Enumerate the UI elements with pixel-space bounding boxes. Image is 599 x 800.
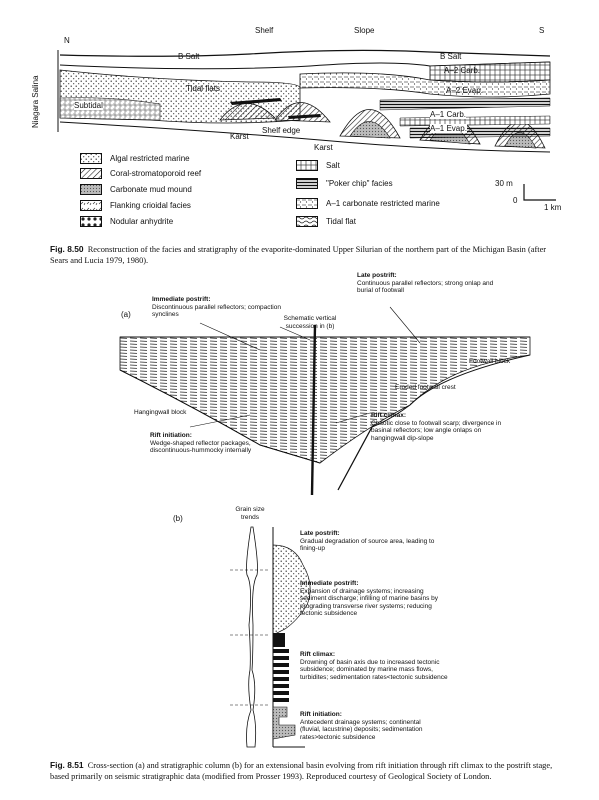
a1-carb-label: A–1 Carb. [430,110,467,119]
tidal-flat-swatch-icon [296,216,318,227]
legend-item: Nodular anhydrite [80,216,173,227]
a2-carb-label: A–2 Carb. [444,66,481,75]
slope-label: Slope [354,26,375,35]
b-late-postrift-note: Late postrift:Gradual degradation of sou… [300,530,435,552]
stratigraphic-column [230,526,311,748]
eroded-crest-label: Eroded footwall crest [395,384,456,391]
scale-horizontal-label: 1 km [544,203,562,212]
panel-b-label: (b) [173,514,183,523]
north-label: N [64,36,70,45]
shelf-edge-label: Shelf edge [262,126,301,135]
legend-item: Algal restricted marine [80,153,190,164]
legend-item: Salt [296,160,340,171]
footwall-label: Footwall block [469,358,511,365]
legend-item: Tidal flat [296,216,356,227]
figure-8-50-caption: Fig. 8.50 Reconstruction of the facies a… [50,244,547,265]
salt-swatch-icon [296,160,318,171]
facies-cross-section [57,49,551,153]
scale-vertical-label: 30 m [495,179,513,188]
niagara-salina-label: Niagara Salina [31,75,40,128]
grain-size-label: Grain size trends [235,506,265,521]
karst-label-1: Karst [230,132,249,141]
rift-initiation-note: Rift initiation:Wedge-shaped reflector p… [150,432,252,454]
legend-item: A–1 carbonate restricted marine [296,198,440,209]
b-salt-left-label: B Salt [178,52,200,61]
a2-evap-label: A–2 Evap. [446,86,483,95]
anhydrite-swatch-icon [80,216,102,227]
legend-item: Coral-stromatoporoid reef [80,168,201,179]
b-salt-right-label: B Salt [440,52,462,61]
legend-item: "Poker chip" facies [296,178,393,189]
algal-swatch-icon [80,153,102,164]
panel-a-label: (a) [121,310,131,319]
immediate-postrift-note: Immediate postrift:Discontinuous paralle… [152,296,281,318]
south-label: S [539,26,545,35]
schematic-note: Schematic vertical succession in (b) [283,315,337,330]
shelf-label: Shelf [255,26,274,35]
subtidal-label: Subtidal [74,101,103,110]
hangingwall-label: Hangingwall block [134,409,187,416]
scale-zero-label: 0 [513,196,518,205]
late-postrift-note: Late postrift:Continuous parallel reflec… [357,272,494,294]
legend-item: Flanking crioidal facies [80,200,191,211]
a1-carbonate-swatch-icon [296,198,318,209]
rift-climax-note: Rift climax:Chaotic close to footwall sc… [371,412,502,442]
figure-8-51-caption: Fig. 8.51 Cross-section (a) and stratigr… [50,760,553,781]
legend-item: Carbonate mud mound [80,184,192,195]
b-rift-initiation-note: Rift initiation:Antecedent drainage syst… [300,711,423,741]
b-rift-climax-note: Rift climax:Drowning of basin axis due t… [300,651,448,681]
reef-swatch-icon [80,168,102,179]
crinoidal-swatch-icon [80,200,102,211]
rift-cross-section [119,306,531,495]
poker-chip-swatch-icon [296,178,318,189]
karst-label-2: Karst [314,143,333,152]
scale-bar-icon [523,184,556,201]
b-immediate-postrift-note: Immediate postrift:Expansion of drainage… [300,580,439,617]
a1-evap-label: A–1 Evap. [430,124,467,133]
mud-mound-swatch-icon [80,184,102,195]
tidal-flats-label: Tidal flats [186,84,220,93]
